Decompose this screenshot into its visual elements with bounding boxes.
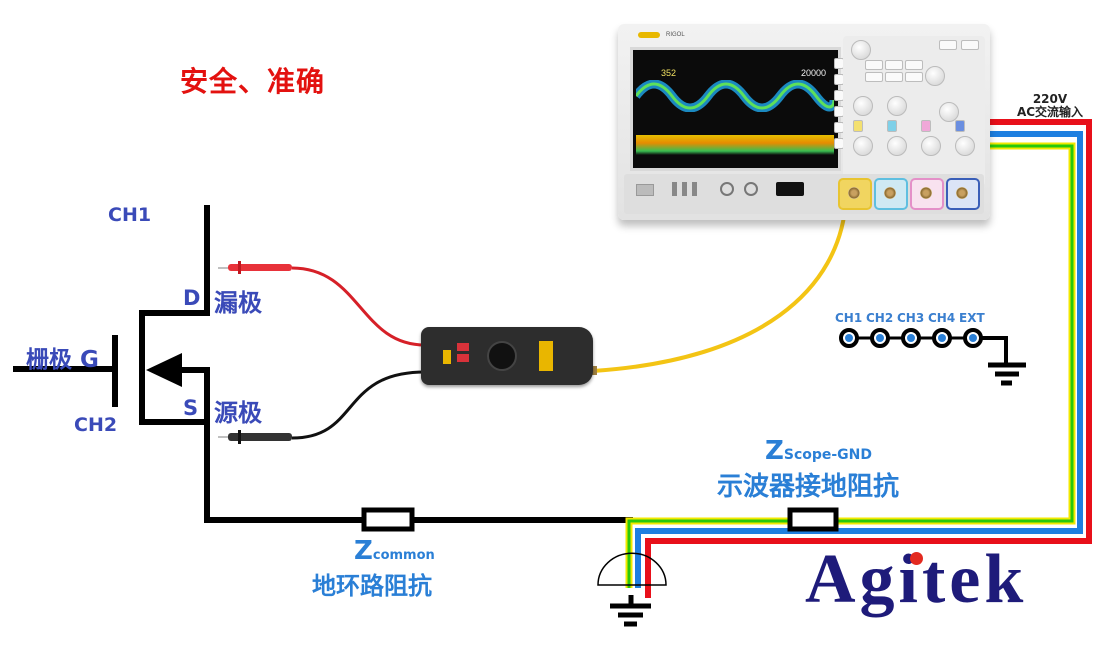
ac-text: AC交流输入 [1016,105,1084,119]
scope-button[interactable] [939,40,957,50]
ch2-label: CH2 [74,414,118,436]
probe-attenuation-dial[interactable] [487,341,517,371]
zcommon-resistor [361,507,415,532]
source-label: 源极 [214,399,262,427]
probe-indicator [457,343,469,351]
channel-label-ch2: CH2 [866,311,894,325]
channel-label-ext: EXT [959,311,985,325]
power-button[interactable] [636,184,654,196]
scope-button[interactable] [885,72,903,82]
zscope-subscript: Scope-GND [783,447,873,463]
probe-leads [291,199,848,440]
scope-front-io [624,174,984,214]
scope-knob[interactable] [939,102,959,122]
scope-ch3-button[interactable] [921,120,931,132]
scope-brand: RIGOL [666,32,685,38]
scope-knob[interactable] [921,136,941,156]
channel-label-ch4: CH4 [928,311,956,325]
scope-knob[interactable] [955,136,975,156]
zscope-symbol: ZScope-GND [765,436,872,466]
scope-readout-left: 352 [661,68,677,78]
zcommon-subscript: common [372,548,435,563]
scope-button[interactable] [885,60,903,70]
ch1-label: CH1 [108,204,152,226]
scope-knob[interactable] [853,96,873,116]
bnc-aux-connector[interactable] [720,182,734,196]
waveform-display [636,80,834,112]
usb-device-port[interactable] [776,182,804,196]
zscope-z: Z [765,436,784,466]
ch3-input-connector[interactable] [910,178,944,210]
spectrum-display [636,135,834,155]
probe-warning-label [443,350,451,364]
scope-button[interactable] [905,72,923,82]
drain-letter: D [183,286,201,310]
red-probe-tip [218,261,292,274]
ch2-input-connector[interactable] [874,178,908,210]
scope-knob[interactable] [887,136,907,156]
channel-connectors [839,328,1026,386]
scope-knob[interactable] [887,96,907,116]
scope-knob[interactable] [853,136,873,156]
zscope-resistor [787,507,839,532]
gate-label: 栅极 G [26,347,99,373]
mosfet-symbol [13,205,633,523]
scope-ch1-button[interactable] [853,120,863,132]
scope-knob[interactable] [925,66,945,86]
usb-port[interactable] [692,182,697,196]
probe-bnc-connector [590,366,597,375]
scope-button[interactable] [905,60,923,70]
channel-label-ch3: CH3 [897,311,925,325]
mosfet-arrow-icon [146,353,182,387]
source-letter: S [183,396,199,420]
scope-brand-badge [638,32,660,38]
drain-label: 漏极 [214,289,262,317]
ch1-input-connector[interactable] [838,178,872,210]
plug-dome-icon [597,552,667,586]
ac-voltage: 220V [1032,92,1068,106]
scope-button[interactable] [961,40,979,50]
earth-ground-icon [610,595,651,627]
scope-ch4-button[interactable] [955,120,965,132]
scope-ch2-button[interactable] [887,120,897,132]
black-probe-tip [218,430,292,444]
scope-ground-impedance-label: 示波器接地阻抗 [717,472,900,502]
oscilloscope: RIGOL 352 20000 [618,24,990,220]
differential-probe [421,327,593,385]
scope-button[interactable] [865,60,883,70]
scope-button[interactable] [865,72,883,82]
zcommon-symbol: Zcommon [354,536,435,566]
usb-port[interactable] [682,182,687,196]
logo-dot [910,552,923,565]
page-title: 安全、准确 [180,65,326,98]
bnc-aux-connector[interactable] [744,182,758,196]
zcommon-z: Z [354,536,373,566]
ac-power-lines [625,119,1092,598]
ch4-input-connector[interactable] [946,178,980,210]
ac-input-label: 220V AC交流输入 [1000,93,1100,119]
scope-screen: 352 20000 [630,47,841,171]
scope-readout-right: 20000 [801,68,827,78]
probe-indicator [457,354,469,362]
scope-control-panel [843,36,985,186]
usb-port[interactable] [672,182,677,196]
ground-loop-impedance-label: 地环路阻抗 [312,572,432,600]
scope-knob[interactable] [851,40,871,60]
channel-label-ch1: CH1 [835,311,863,325]
probe-label-plate [539,341,553,371]
